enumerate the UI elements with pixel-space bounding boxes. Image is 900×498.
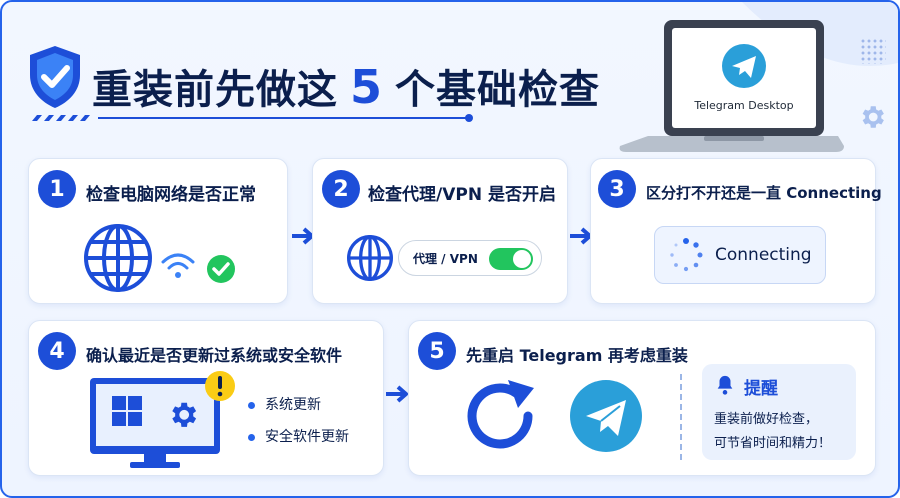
connecting-status-pill: Connecting xyxy=(654,226,826,284)
shield-check-icon xyxy=(30,46,80,108)
bell-icon xyxy=(717,375,733,395)
switch-knob xyxy=(513,250,531,268)
loading-spinner-icon xyxy=(670,238,703,272)
globe-small-icon xyxy=(347,235,393,281)
step-badge-4: 4 xyxy=(38,332,76,370)
bullet-security-update: 安全软件更新 xyxy=(248,426,349,446)
proxy-vpn-switch[interactable] xyxy=(489,248,533,270)
refresh-icon xyxy=(467,380,534,449)
step-title-4: 确认最近是否更新过系统或安全软件 xyxy=(86,346,343,365)
proxy-vpn-toggle-pill[interactable]: 代理 / VPN xyxy=(398,240,542,276)
check-circle-icon xyxy=(207,255,235,283)
step-badge-2: 2 xyxy=(322,170,360,208)
proxy-vpn-label: 代理 / VPN xyxy=(413,251,478,266)
step-title-3: 区分打不开还是一直 Connecting xyxy=(646,184,882,202)
bullet-system-update: 系统更新 xyxy=(248,394,321,414)
step-badge-1: 1 xyxy=(38,170,76,208)
title-underline xyxy=(32,114,473,122)
laptop-illustration xyxy=(619,20,844,152)
dot-grid-icon xyxy=(860,38,886,64)
reminder-line-2: 可节省时间和精力！ xyxy=(714,436,832,451)
laptop-screen-label: Telegram Desktop xyxy=(694,99,794,112)
title-suffix: 个基础检查 xyxy=(395,67,601,113)
step-badge-5: 5 xyxy=(418,332,456,370)
reminder-line-1: 重装前做好检查， xyxy=(714,412,819,427)
reminder-title: 提醒 xyxy=(744,379,778,399)
monitor-update-icon xyxy=(90,371,235,468)
dashed-divider xyxy=(680,374,682,460)
step-title-5: 先重启 Telegram 再考虑重装 xyxy=(466,346,688,365)
step-card-1 xyxy=(28,158,288,304)
connecting-status-text: Connecting xyxy=(715,245,812,265)
step-title-1: 检查电脑网络是否正常 xyxy=(86,185,256,205)
telegram-icon xyxy=(570,380,642,452)
title-number: 5 xyxy=(350,60,384,114)
globe-icon xyxy=(84,224,152,292)
step-badge-3: 3 xyxy=(598,170,636,208)
title-prefix: 重装前先做这 xyxy=(92,67,338,113)
arrow-right-icon xyxy=(386,385,408,403)
gear-decoration-icon xyxy=(862,106,884,128)
wifi-icon xyxy=(161,253,195,278)
step-card-2 xyxy=(312,158,568,304)
step-title-2: 检查代理/VPN 是否开启 xyxy=(368,185,556,205)
